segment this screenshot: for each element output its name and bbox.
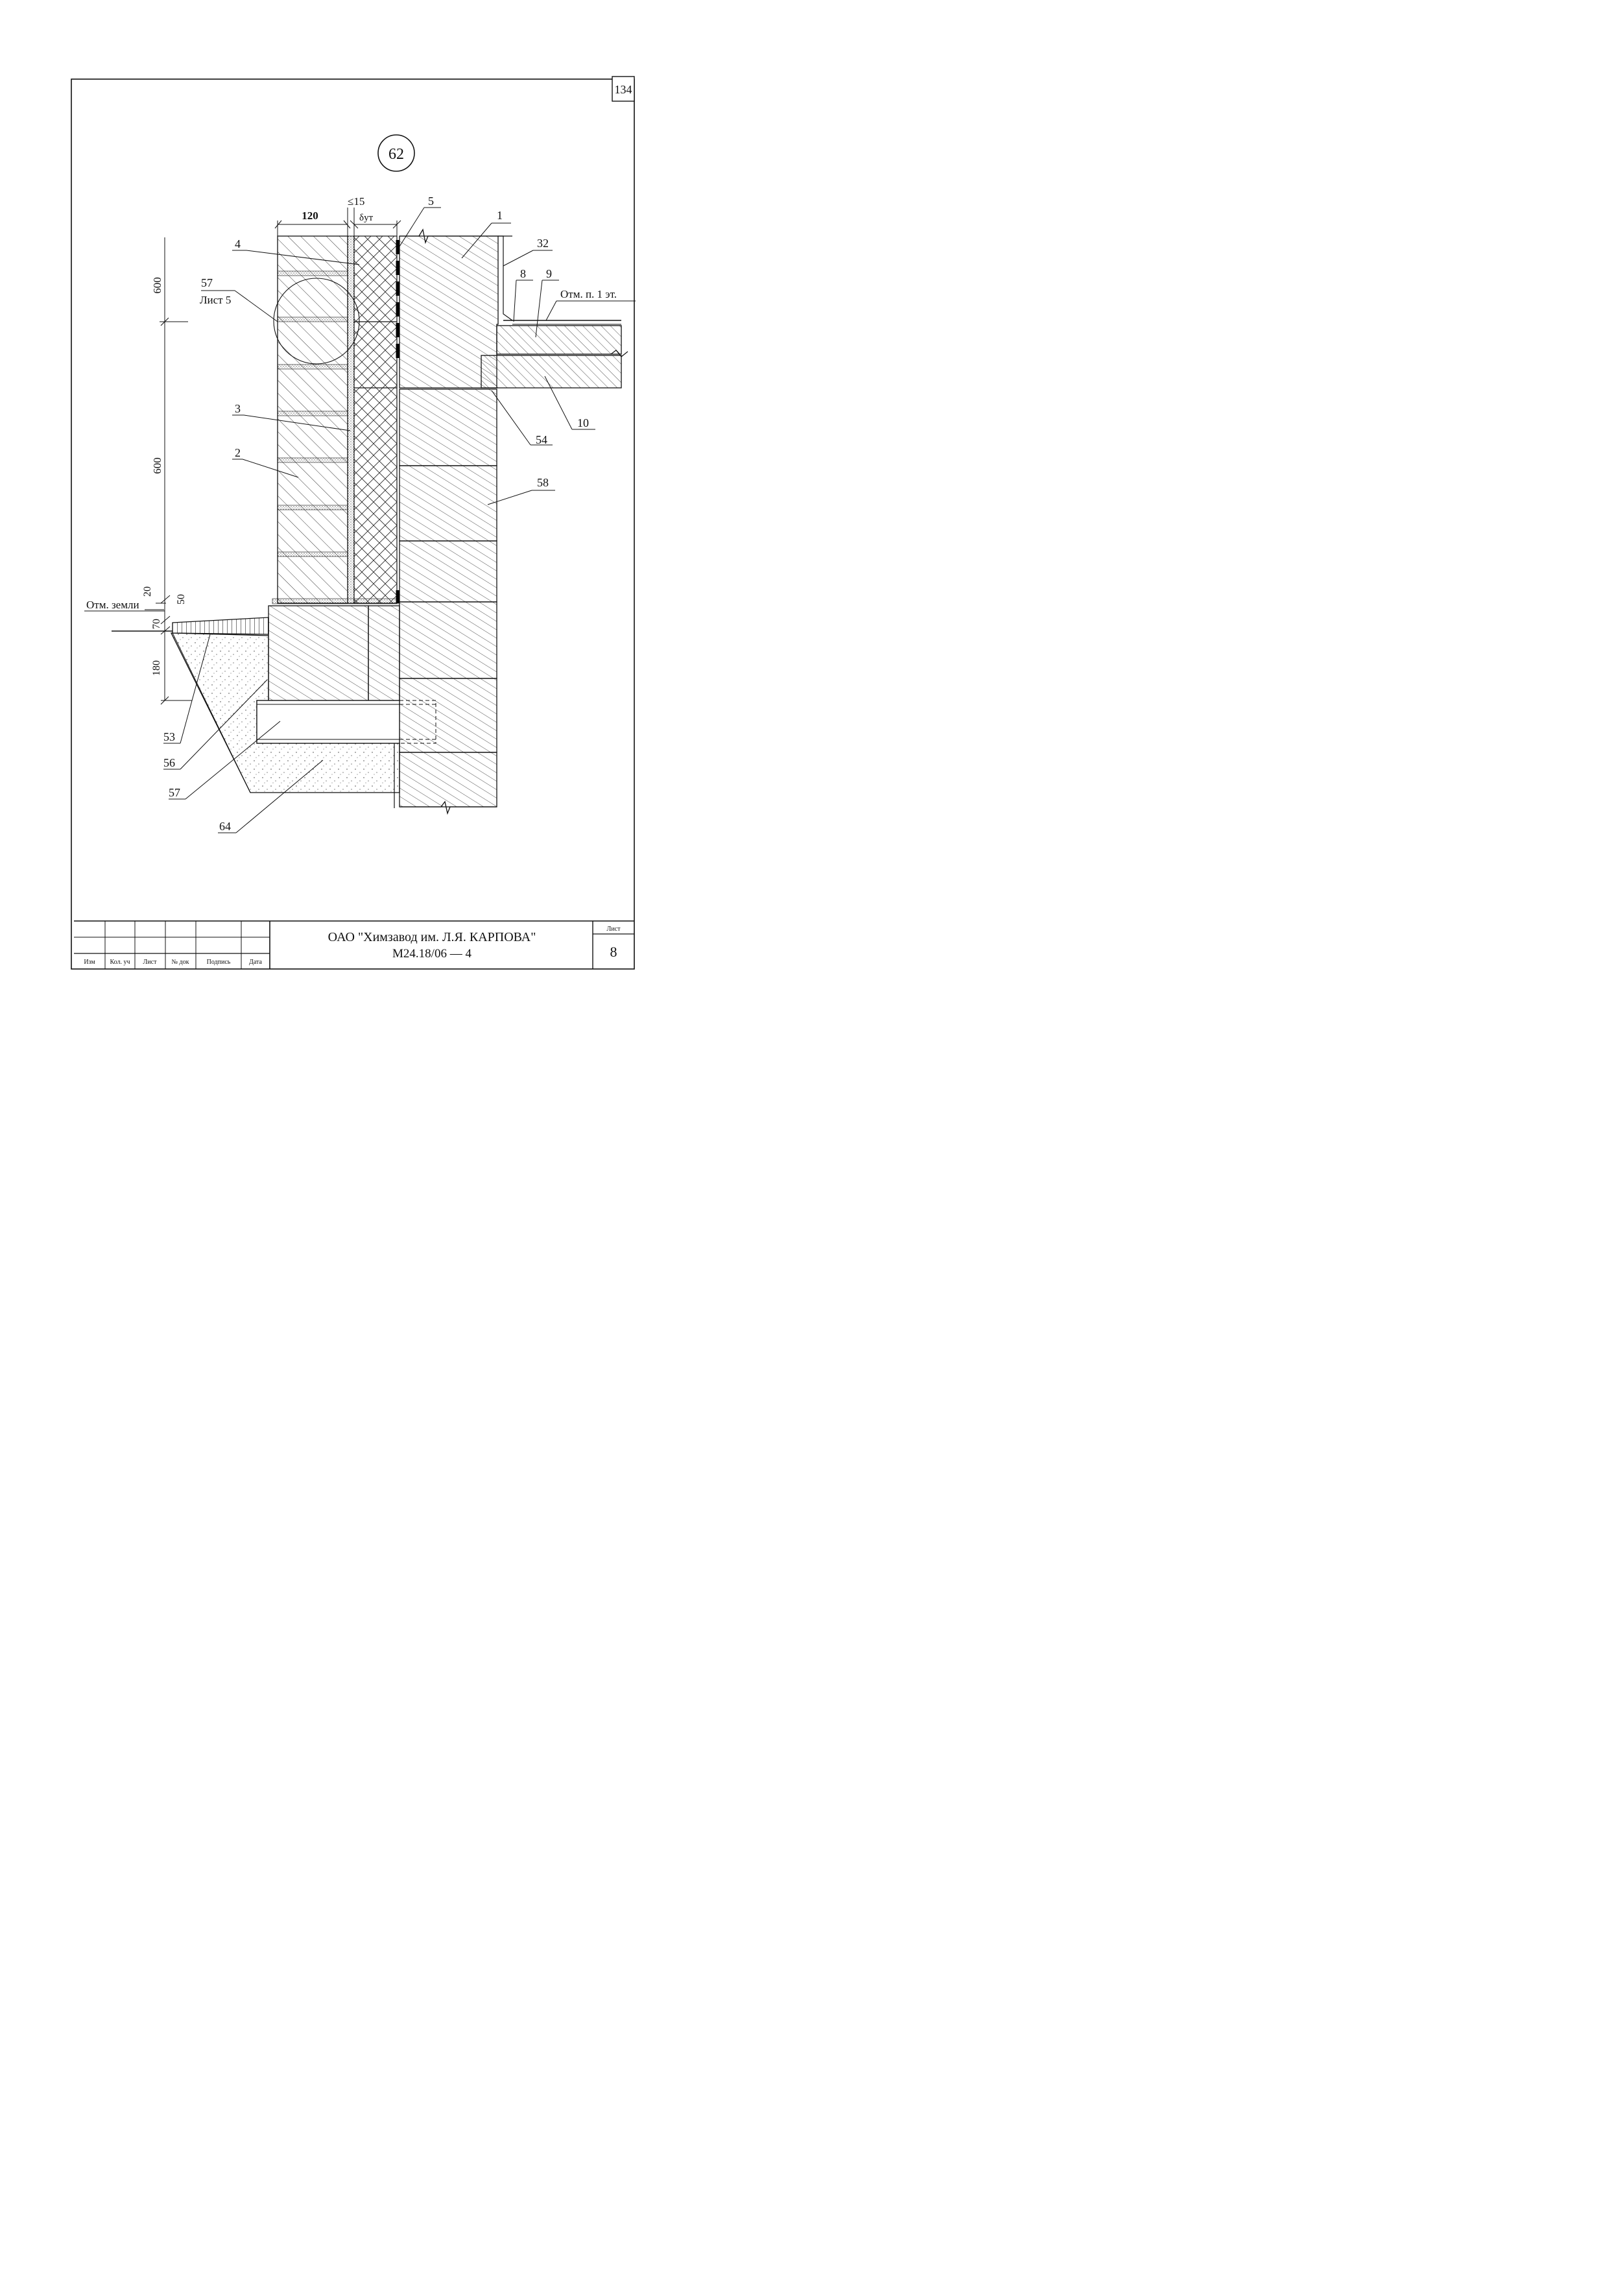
facing-brick-wall (277, 235, 348, 604)
callout-10: 10 (577, 416, 589, 429)
sheet-number-box: 134 (612, 76, 635, 102)
dim-50: 50 (176, 594, 187, 604)
ground-line (112, 609, 173, 632)
dim-height-upper: 600 (151, 277, 163, 294)
floor-slab-10 (481, 355, 622, 389)
reference-circle (273, 278, 360, 365)
tb-col-izm: Изм (84, 959, 95, 966)
tb-organization: ОАО "Химзавод им. Л.Я. КАРПОВА" (328, 930, 536, 944)
title-block (74, 920, 634, 969)
detail-marker: 62 (377, 134, 415, 172)
detail-number: 62 (388, 146, 404, 163)
floor-slab-9 (496, 325, 622, 355)
blind-area (172, 617, 269, 635)
callout-5: 5 (428, 195, 434, 208)
callout-9: 9 (546, 267, 552, 280)
sheet-number-top: 134 (615, 83, 632, 96)
foundation-blocks (399, 389, 497, 815)
dim-insulation: δут (359, 213, 374, 223)
tb-doc-code: М24.18/06 — 4 (392, 947, 471, 961)
callout-64: 64 (219, 820, 231, 833)
tb-sheet-number: 8 (610, 944, 617, 960)
callout-56: 56 (163, 756, 175, 769)
dim-70: 70 (151, 619, 162, 629)
sheet-frame (71, 78, 635, 970)
dim-height-lower: 600 (151, 457, 163, 474)
callout-57-ref-sheet: Лист 5 (200, 294, 231, 306)
callout-leaders (163, 207, 595, 833)
callout-57: 57 (169, 786, 180, 799)
ground-elevation-label: Отм. земли (86, 599, 139, 611)
callout-54: 54 (536, 433, 547, 446)
air-gap-strip (347, 235, 355, 604)
dim-gap: ≤15 (348, 195, 364, 208)
insulation-layer (353, 235, 398, 604)
callout-2: 2 (235, 446, 241, 459)
tb-col-list: Лист (143, 959, 158, 966)
callout-4: 4 (235, 237, 241, 250)
drawing-sheet: 134 62 (71, 76, 636, 970)
floor-elevation-label: Отм. п. 1 эт. (560, 288, 617, 300)
callout-57-ref: 57 (201, 276, 213, 289)
callout-3: 3 (235, 402, 241, 415)
dim-180: 180 (151, 660, 162, 676)
tb-sheet-label: Лист (607, 926, 621, 933)
plinth-block (268, 605, 400, 701)
inner-finish-32 (498, 235, 513, 321)
dim-20: 20 (142, 586, 153, 597)
tb-col-kol: Кол. уч (110, 959, 130, 966)
callout-58: 58 (537, 476, 549, 489)
dim-wall-width: 120 (302, 209, 318, 222)
tb-col-ndok: № док (172, 959, 189, 966)
callout-53: 53 (163, 730, 175, 743)
floor-elevation-leader (545, 300, 557, 321)
callout-1: 1 (497, 209, 503, 222)
tb-col-data: Дата (249, 959, 262, 966)
slab-break (610, 350, 628, 357)
dimension-lines (156, 208, 401, 705)
tb-col-podpis: Подпись (207, 959, 231, 966)
callout-8: 8 (520, 267, 526, 280)
callout-32: 32 (537, 237, 549, 250)
drain-pipe (256, 700, 436, 744)
